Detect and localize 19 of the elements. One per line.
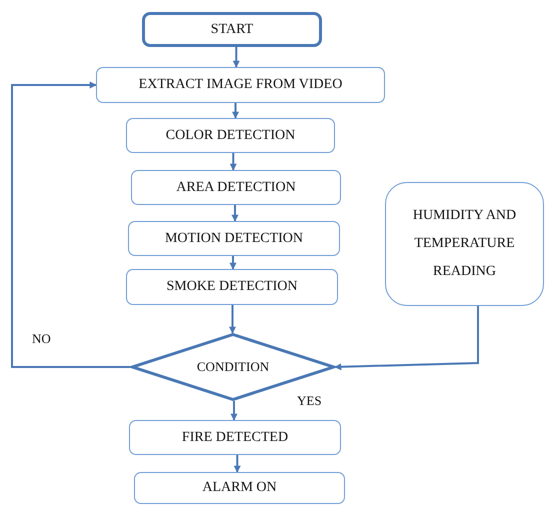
arrow xyxy=(232,103,239,119)
arrow xyxy=(230,153,237,171)
arrow xyxy=(232,205,238,222)
process-box: SMOKE DETECTION xyxy=(126,269,338,305)
arrow xyxy=(230,401,238,421)
process-box: COLOR DETECTION xyxy=(126,118,335,153)
arrow xyxy=(11,82,131,368)
start-terminal: START xyxy=(142,12,322,47)
process-box: EXTRACT IMAGE FROM VIDEO xyxy=(96,67,385,103)
arrow xyxy=(334,306,479,370)
input-box: HUMIDITY AND TEMPERATURE READING xyxy=(385,182,544,306)
arrow xyxy=(232,47,240,68)
arrow xyxy=(230,256,236,270)
process-box: MOTION DETECTION xyxy=(128,221,340,256)
arrow xyxy=(229,305,236,334)
process-box: FIRE DETECTED xyxy=(129,420,341,455)
process-box: ALARM ON xyxy=(134,472,345,504)
arrow xyxy=(234,455,241,473)
process-box: AREA DETECTION xyxy=(131,170,341,205)
